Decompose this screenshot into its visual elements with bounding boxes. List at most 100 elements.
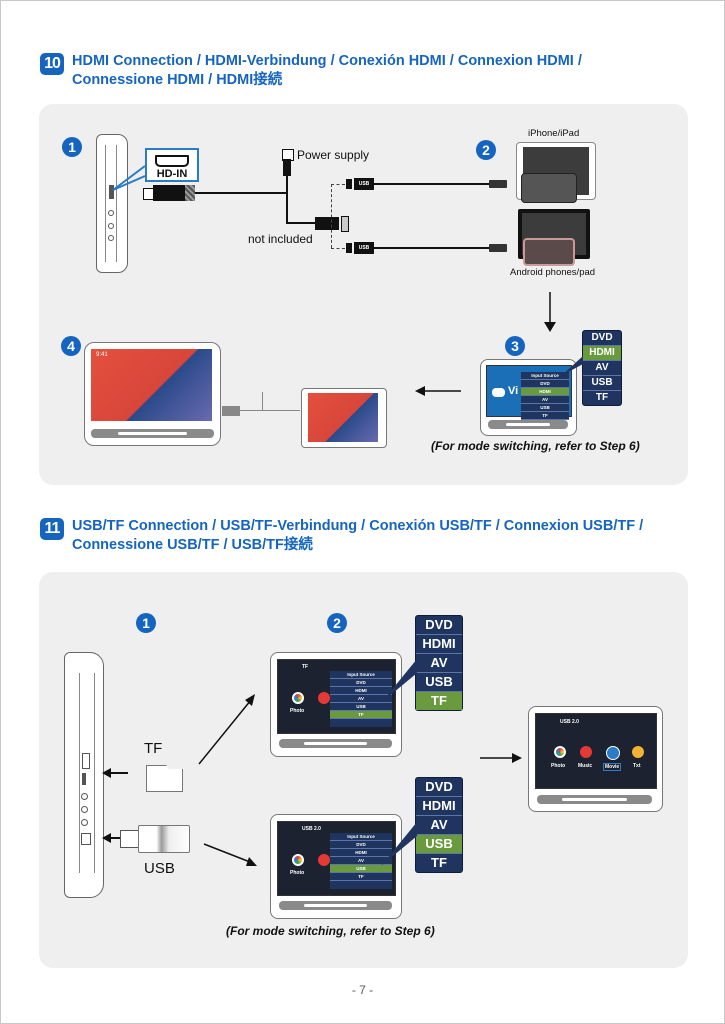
ipad-home-screen: 9:41 [91, 349, 212, 421]
hdmi-port-icon [155, 155, 189, 167]
power-plug-body [283, 159, 291, 176]
player-side-view [96, 134, 128, 273]
player-screen: TF Photo Input Source DVD HDMI AV USB TF [277, 659, 396, 734]
menu-item-tf: TF [416, 692, 462, 710]
usbc-plug [489, 244, 507, 252]
usb-cable-iphone [374, 183, 489, 185]
hdmi-connector-grip [185, 185, 195, 201]
menu-item-tf: TF [595, 392, 609, 403]
control-bar [537, 795, 652, 804]
control-bar [279, 901, 392, 910]
photo-app-icon [292, 854, 304, 866]
mini-source-menu: Input Source DVD HDMI AV USB TF [330, 833, 392, 889]
section-11-title: USB/TF Connection / USB/TF-Verbindung / … [72, 518, 644, 553]
step-2-badge: 2 [476, 140, 496, 160]
menu-callout-pointer [381, 822, 417, 866]
photo-app-icon [292, 692, 304, 704]
music-app-icon [318, 854, 330, 866]
mini-menu-item: AV [521, 396, 569, 404]
hd-in-callout: HD-IN [145, 148, 199, 182]
txt-app-icon [632, 746, 644, 758]
player-screen: Vi Input Source DVD HDMI AV USB TF [486, 365, 572, 420]
screen-header: USB 2.0 [302, 826, 321, 832]
control-bar [91, 429, 214, 438]
mini-menu-title: Input Source [330, 671, 392, 679]
mini-menu-item-selected: USB [330, 865, 392, 873]
usb-stick-plug [120, 830, 140, 848]
menu-item-hdmi: HDMI [583, 346, 621, 361]
ipad-time: 9:41 [96, 352, 108, 358]
menu-item-usb: USB [583, 376, 621, 391]
step-1-badge: 1 [136, 613, 156, 633]
mini-menu-item: USB [330, 703, 392, 711]
left-arrow-icon [415, 386, 461, 396]
dashed-connector [331, 184, 332, 248]
mini-menu-title: Input Source [330, 833, 392, 841]
callout-pointer [112, 165, 146, 191]
android-label: Android phones/pad [510, 267, 596, 278]
play-logo-icon [492, 388, 505, 397]
power-cable [286, 176, 288, 224]
mini-menu-item: USB [521, 404, 569, 412]
menu-item-dvd: DVD [416, 616, 462, 635]
tf-label: TF [144, 740, 163, 757]
dashed-bottom [331, 248, 345, 249]
usb-adapter [315, 217, 339, 230]
phone-mirrored [301, 388, 387, 448]
source-menu-enlarged-tf: DVD HDMI AV USB TF [415, 615, 463, 711]
section-11-header: 11 USB/TF Connection / USB/TF-Verbindung… [40, 517, 652, 555]
app-label: Photo [290, 870, 305, 876]
mini-menu-item: DVD [521, 380, 569, 388]
player-mirroring: 9:41 [84, 342, 221, 446]
mode-switch-note: (For mode switching, refer to Step 6) [431, 439, 640, 453]
dashed-top [331, 184, 345, 185]
mini-menu-item-selected: TF [330, 711, 392, 719]
player-screen: USB 2.0 Photo Music Movie Txt [535, 713, 657, 789]
usb-adapter-port [341, 216, 349, 232]
movie-app-icon [606, 746, 620, 760]
control-bar [488, 420, 568, 429]
mini-menu-item: TF [521, 412, 569, 420]
mini-menu-item: TF [330, 873, 392, 881]
usb-plug-a-bottom [346, 243, 352, 253]
section-10-title: HDMI Connection / HDMI-Verbindung / Cone… [72, 53, 582, 88]
hdmi-cable [195, 192, 287, 194]
mini-menu-item: DVD [330, 841, 392, 849]
right-arrow-icon [480, 753, 522, 763]
mini-menu-item: AV [330, 857, 392, 865]
hdmi-connection-panel: 1 HD-IN Power supply not included USB US… [39, 104, 688, 485]
menu-item-hdmi: HDMI [416, 797, 462, 816]
lightning-plug [489, 180, 507, 188]
player-tf-mode: TF Photo Input Source DVD HDMI AV USB TF [270, 652, 402, 757]
mini-source-menu: Input Source DVD HDMI AV USB TF [521, 372, 569, 420]
step-2-badge: 2 [327, 613, 347, 633]
step-1-badge: 1 [62, 137, 82, 157]
screen-header: TF [302, 664, 309, 670]
hdmi-connector-body [153, 185, 193, 201]
screen-header: USB 2.0 [560, 719, 579, 725]
menu-item-av: AV [416, 816, 462, 835]
menu-item-usb: USB [416, 835, 462, 854]
menu-item-dvd: DVD [416, 778, 462, 797]
app-label-music: Music [578, 763, 593, 769]
android-phone-illustration [523, 238, 575, 266]
section-11-number: 11 [40, 518, 64, 540]
music-app-icon [318, 692, 330, 704]
usb-plug-top: USB [354, 178, 374, 190]
arrow-to-tf-screen-icon [198, 694, 255, 765]
insert-usb-arrow-icon [102, 833, 122, 843]
menu-item-hdmi: HDMI [416, 635, 462, 654]
music-app-icon [580, 746, 592, 758]
section-10-number: 10 [40, 53, 64, 75]
usb-plug-bottom: USB [354, 242, 374, 254]
tf-card-icon [146, 765, 183, 792]
menu-item-dvd: DVD [583, 331, 621, 346]
down-arrow-icon [544, 292, 556, 332]
usb-stick-body [138, 825, 190, 853]
usb-plug-a-top [346, 179, 352, 189]
player-usb-browser: USB 2.0 Photo Music Movie Txt [528, 706, 663, 812]
mini-menu-title: Input Source [521, 372, 569, 380]
arrow-to-usb-screen-icon [203, 843, 257, 866]
usb-tf-connection-panel: 1 2 TF USB TF Photo Input Source DVD HDM… [39, 572, 688, 968]
usb-label: USB [144, 860, 175, 877]
